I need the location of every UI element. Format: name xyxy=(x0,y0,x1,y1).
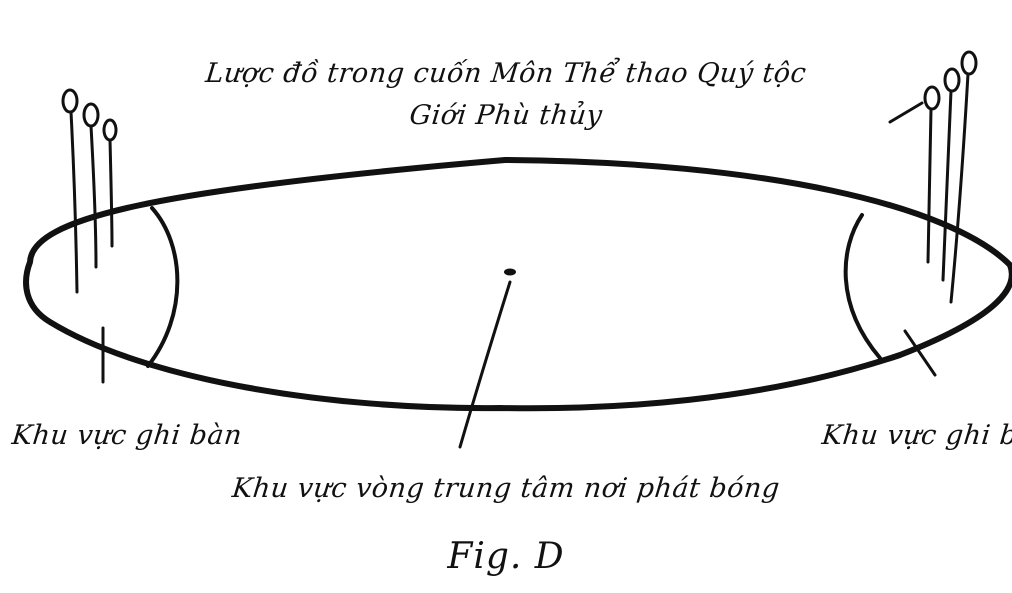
right-scoring-area-label: Khu vực ghi bàn xyxy=(820,420,1012,451)
centre-label-pointer xyxy=(460,282,510,447)
left-post-1 xyxy=(71,112,77,292)
pitch-outline xyxy=(26,160,1012,408)
diagram-title-line-1: Lược đồ trong cuốn Môn Thể thao Quý tộc xyxy=(0,58,1012,89)
left-scoring-area-label: Khu vực ghi bàn xyxy=(10,420,243,451)
right-scoring-area-line xyxy=(846,215,880,358)
left-post-3 xyxy=(110,140,112,246)
figure-label: Fig. D xyxy=(0,536,1012,577)
left-post-2 xyxy=(91,126,96,267)
centre-circle-label: Khu vực vòng trung tâm nơi phát bóng xyxy=(0,473,1012,504)
diagram-title-line-2: Giới Phù thủy xyxy=(0,100,1012,131)
centre-circle-dot xyxy=(504,269,516,276)
right-goal-hoops xyxy=(890,52,976,302)
left-scoring-area-line xyxy=(148,208,177,366)
right-post-1 xyxy=(928,109,931,262)
